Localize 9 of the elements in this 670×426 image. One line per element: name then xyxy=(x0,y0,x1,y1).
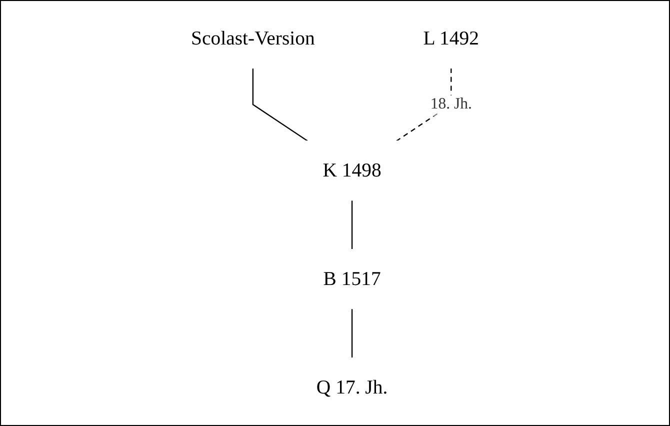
edge-label: 18. Jh. xyxy=(430,96,472,112)
node-text: Scolast-Version xyxy=(191,28,315,50)
node-text: Q 17. Jh. xyxy=(316,376,388,398)
node-text: B 1517 xyxy=(323,268,381,290)
node-text: K 1498 xyxy=(322,160,382,182)
connector xyxy=(351,200,353,250)
connector xyxy=(351,308,353,358)
node-text: L 1492 xyxy=(423,28,479,50)
connector xyxy=(252,68,308,142)
